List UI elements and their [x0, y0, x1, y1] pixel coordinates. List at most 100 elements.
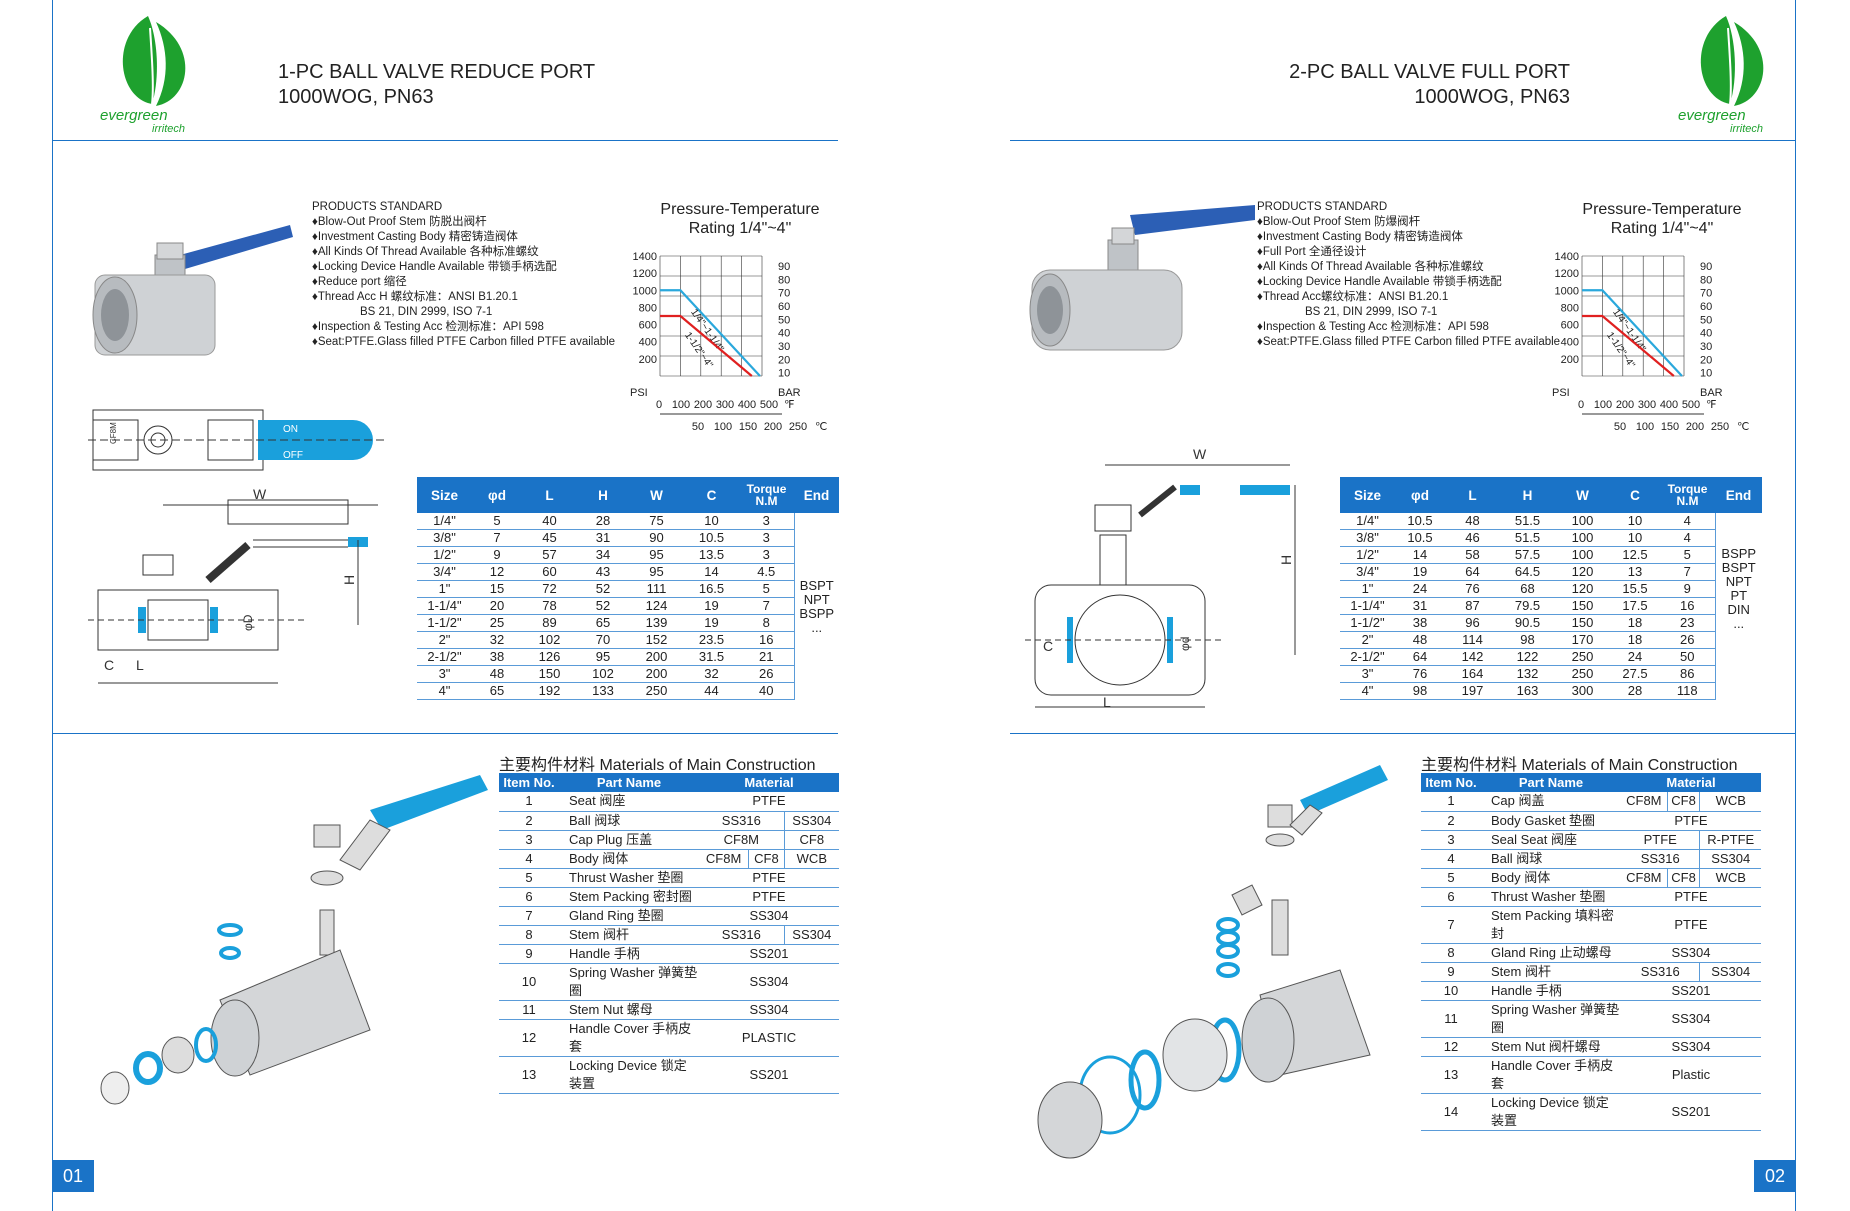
svg-text:W: W: [253, 486, 267, 502]
table-cell: 102: [577, 665, 629, 683]
svg-text:φD: φD: [241, 614, 255, 631]
material: PTFE: [1621, 887, 1761, 907]
table-cell: 1-1/2": [417, 614, 472, 632]
table-cell: 58: [1445, 546, 1500, 564]
table-cell: 26: [739, 665, 794, 683]
y-tick-label-right: 20: [778, 354, 790, 366]
item-no: 5: [499, 868, 559, 888]
x-tick-label: 100: [672, 399, 690, 411]
table-cell: 3/8": [417, 529, 472, 547]
part-name: Seat 阀座: [559, 792, 699, 812]
item-no: 10: [499, 963, 559, 1001]
part-name: Cap 阀盖: [1481, 792, 1621, 812]
table-cell: 31: [1395, 597, 1445, 615]
divider: [52, 140, 838, 141]
material: PTFE: [1621, 811, 1761, 831]
part-name: Stem Packing 密封圈: [559, 887, 699, 907]
table-cell: 19: [684, 614, 739, 632]
y-tick-label: 1400: [633, 251, 657, 263]
side-view-drawing: W H φd C L: [1025, 445, 1305, 715]
table-cell: 86: [1660, 665, 1715, 683]
part-name: Body 阀体: [559, 849, 699, 869]
pt-chart: 1400120010008006004002009080706050403020…: [1552, 251, 1749, 433]
table-cell: 300: [1555, 682, 1610, 700]
x-tick-label: 100: [1594, 399, 1612, 411]
table-cell: 200: [629, 665, 684, 683]
standard-item: ♦Inspection & Testing Acc 检测标准：API 598: [312, 321, 544, 333]
y-tick-label-right: 10: [1700, 368, 1712, 380]
table-cell: 10: [684, 513, 739, 530]
title-line1: 1-PC BALL VALVE REDUCE PORT: [278, 61, 596, 83]
material: CF8M: [699, 830, 785, 850]
y-tick-label-right: 80: [1700, 274, 1712, 286]
table-cell: 64.5: [1500, 563, 1555, 581]
item-no: 10: [1421, 981, 1481, 1001]
table-cell: 150: [1555, 597, 1610, 615]
item-no: 3: [1421, 830, 1481, 850]
item-no: 4: [1421, 849, 1481, 869]
material: Plastic: [1621, 1056, 1761, 1094]
table-cell: 20: [472, 597, 522, 615]
material: CF8: [1666, 868, 1700, 888]
table-cell: 51.5: [1500, 529, 1555, 547]
x-tick-label-bottom: 250: [1711, 421, 1729, 433]
item-no: 7: [1421, 906, 1481, 944]
material: SS201: [699, 944, 839, 964]
table-cell: 4.5: [739, 563, 794, 581]
item-no: 8: [499, 925, 559, 945]
standard-item: ♦Investment Casting Body 精密铸造阀体: [1257, 231, 1463, 243]
x-tick-label-bottom: 250: [789, 421, 807, 433]
material: SS304: [1699, 962, 1761, 982]
y-tick-label: 800: [639, 302, 657, 314]
y-tick-label-right: 90: [1700, 261, 1712, 273]
table-cell: 8: [739, 614, 794, 632]
table-cell: 48: [1445, 513, 1500, 530]
svg-text:irritech: irritech: [152, 123, 185, 135]
top-view-drawing: ON OFF CF8M: [88, 400, 388, 480]
table-cell: 52: [577, 580, 629, 598]
part-name: Handle 手柄: [559, 944, 699, 964]
table-cell: 132: [1500, 665, 1555, 683]
table-cell: 75: [629, 513, 684, 530]
item-no: 8: [1421, 943, 1481, 963]
x-tick-label: 200: [1616, 399, 1634, 411]
table-cell: 27.5: [1610, 665, 1660, 683]
item-no: 13: [1421, 1056, 1481, 1094]
part-name: Stem Packing 填料密封: [1481, 906, 1621, 944]
svg-text:ON: ON: [283, 424, 298, 435]
material: SS316: [1621, 849, 1700, 869]
table-cell: 13.5: [684, 546, 739, 564]
item-no: 6: [1421, 887, 1481, 907]
x-tick-label-bottom: 200: [1686, 421, 1704, 433]
end-type: PT: [1730, 588, 1748, 603]
y-tick-label-right: 30: [778, 341, 790, 353]
part-name: Locking Device 锁定装置: [1481, 1093, 1621, 1131]
table-cell: 139: [629, 614, 684, 632]
material: R-PTFE: [1699, 830, 1761, 850]
end-type: NPT: [1725, 574, 1752, 589]
x-tick-label: 500: [1682, 399, 1700, 411]
table-cell: 24: [1610, 648, 1660, 666]
exploded-view: [70, 770, 500, 1110]
table-cell: 23.5: [684, 631, 739, 649]
table-cell: 111: [629, 580, 684, 598]
item-no: 11: [1421, 1000, 1481, 1038]
table-cell: 5: [739, 580, 794, 598]
material: CF8: [748, 849, 785, 869]
page-number: 02: [1754, 1160, 1796, 1192]
